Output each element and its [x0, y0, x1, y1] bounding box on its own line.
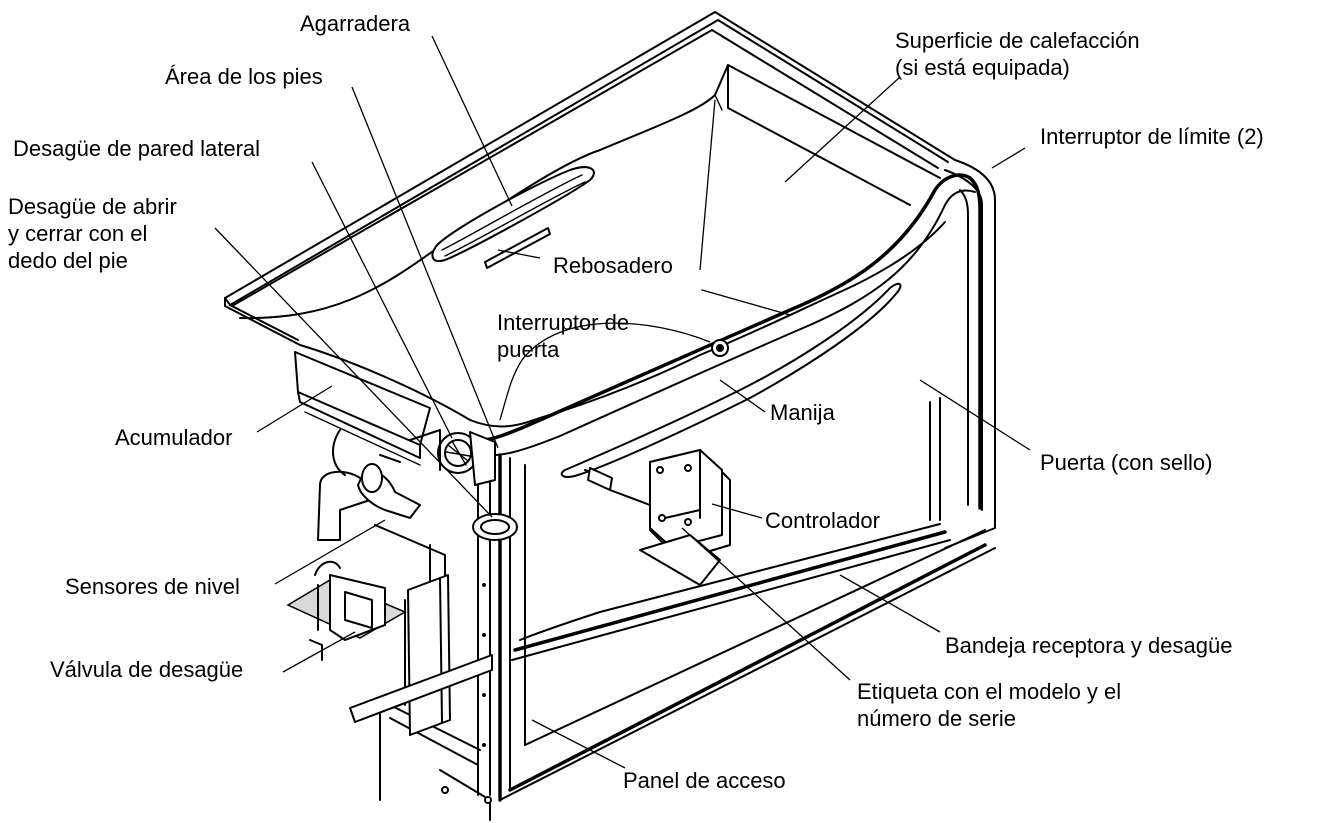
leader-area-pies [351, 86, 499, 449]
leader-interruptor-limite [991, 147, 1026, 169]
tub-basin [239, 64, 946, 428]
label-controlador: Controlador [765, 508, 880, 533]
label-desague-abrir-line1: Desagüe de abrir [8, 194, 177, 219]
label-area-pies: Área de los pies [165, 64, 323, 89]
leader-etiqueta [681, 527, 851, 681]
frame-rivets [441, 583, 492, 804]
door-switch [711, 339, 729, 357]
leader-lines [214, 35, 1031, 769]
leader-puerta [919, 379, 1031, 451]
leader-manija [719, 379, 766, 413]
labels: Agarradera Área de los pies Desagüe de p… [8, 11, 1264, 793]
plumbing [317, 429, 446, 706]
label-sensores-nivel: Sensores de nivel [65, 574, 240, 599]
side-wall-drain [437, 431, 496, 486]
label-interruptor-puerta-line1: Interruptor de [497, 310, 629, 335]
leader-interruptor-puerta [499, 322, 711, 421]
label-etiqueta-line1: Etiqueta con el modelo y el [857, 679, 1121, 704]
leader-panel [531, 719, 626, 769]
grab-bar [431, 166, 595, 262]
leader-valvula [282, 631, 356, 673]
leader-bandeja [839, 574, 941, 633]
drain-valve [286, 560, 407, 661]
label-agarradera: Agarradera [300, 11, 411, 36]
leader-sensores [274, 519, 386, 585]
label-interruptor-limite: Interruptor de límite (2) [1040, 124, 1264, 149]
label-desague-abrir-line3: dedo del pie [8, 248, 128, 273]
door-frame [379, 159, 996, 821]
label-valvula-desague: Válvula de desagüe [50, 657, 243, 682]
label-superficie-line1: Superficie de calefacción [895, 28, 1140, 53]
leader-agarradera [431, 35, 513, 207]
leader-controlador [711, 503, 763, 519]
label-superficie-line2: (si está equipada) [895, 55, 1070, 80]
label-rebosadero: Rebosadero [553, 253, 673, 278]
label-acumulador: Acumulador [115, 425, 232, 450]
label-desague-pared-lateral: Desagüe de pared lateral [13, 136, 260, 161]
controller [584, 449, 731, 586]
tub-rim [224, 11, 956, 346]
accumulator [294, 351, 431, 466]
level-sensors [407, 574, 451, 736]
label-interruptor-puerta-line2: puerta [497, 337, 560, 362]
label-bandeja: Bandeja receptora y desagüe [945, 633, 1232, 658]
label-panel-acceso: Panel de acceso [623, 768, 786, 793]
label-etiqueta-line2: número de serie [857, 706, 1016, 731]
toe-tap-drain [472, 513, 518, 541]
bathtub-drawing [224, 11, 996, 821]
leader-rebosadero-2 [699, 99, 716, 271]
door-handle [560, 282, 902, 478]
leader-acumulador [256, 385, 333, 433]
label-manija: Manija [770, 400, 836, 425]
label-puerta: Puerta (con sello) [1040, 450, 1212, 475]
label-desague-abrir-line2: y cerrar con el [8, 221, 147, 246]
support-rail [349, 654, 493, 723]
leader-rebosadero [497, 249, 541, 259]
overflow-slot [484, 227, 551, 269]
leader-desague-pared [311, 161, 453, 439]
leader-superficie [784, 76, 901, 183]
leader-desague-abrir [214, 227, 493, 518]
